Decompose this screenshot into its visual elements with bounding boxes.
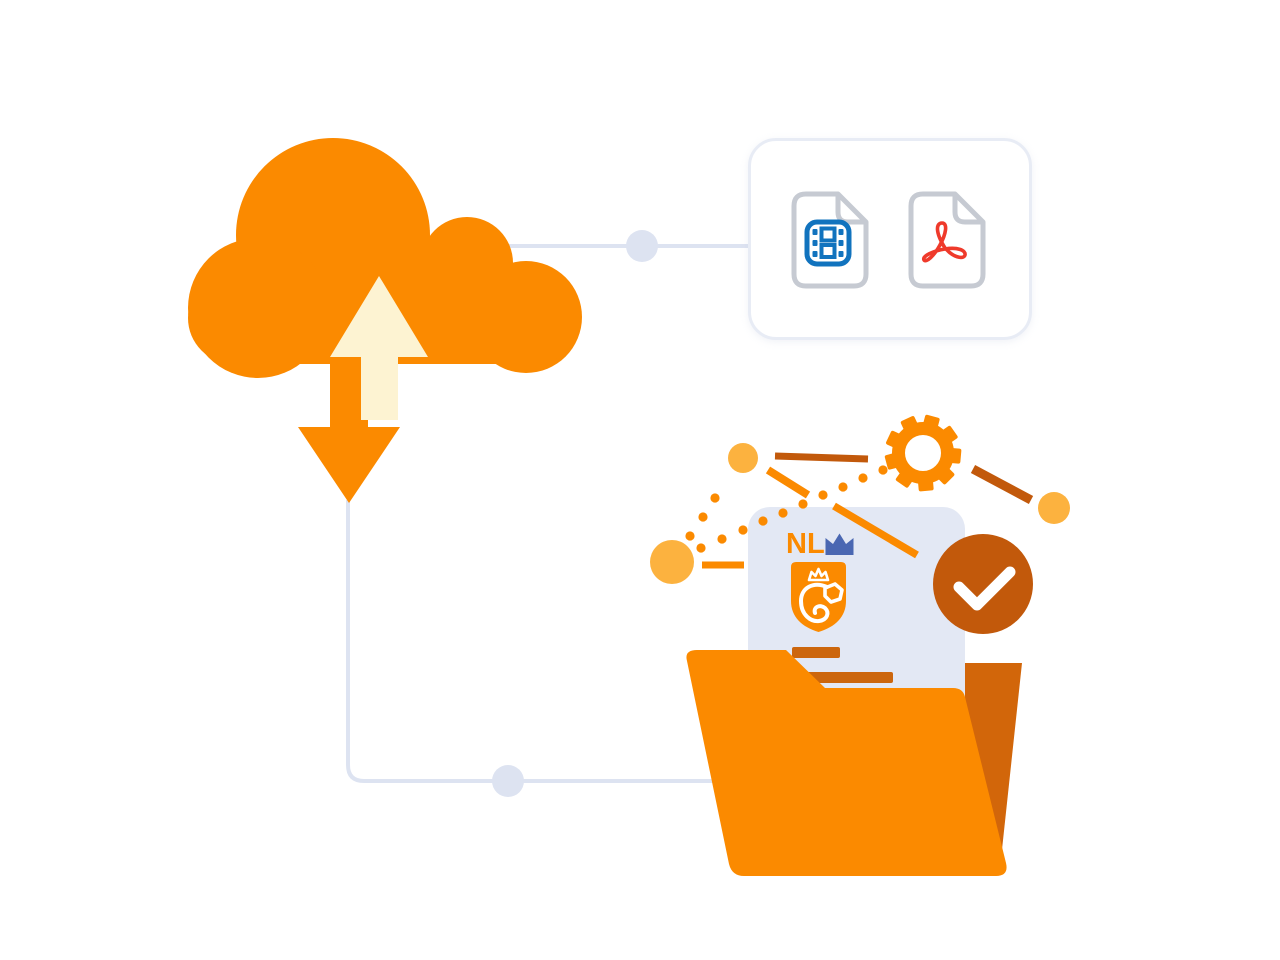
file-fold-corner [952, 194, 983, 225]
shield-crown-glyph [807, 567, 830, 582]
lion-snout-glyph [823, 582, 844, 604]
file-types-card [748, 138, 1032, 340]
dotted-trail [685, 465, 888, 553]
lion-head-glyph [798, 582, 830, 624]
film-strip-glyph [804, 219, 852, 267]
upload-arrow-icon [330, 276, 428, 420]
spark-line [970, 465, 1034, 504]
nl-logo-text: NL [786, 528, 825, 560]
check-badge [933, 534, 1033, 634]
pdf-ribbon-glyph [922, 221, 967, 263]
pdf-file-icon [908, 191, 986, 289]
download-arrow-icon [298, 360, 400, 503]
folder-front-flap [686, 650, 1007, 876]
document-text-bar [790, 672, 893, 683]
amber-dot-medium [728, 443, 758, 473]
document-text-bar [792, 647, 840, 658]
cloud-icon [188, 138, 582, 503]
gear-icon [884, 414, 962, 492]
cloud-shape [188, 138, 582, 503]
video-file-icon [791, 191, 869, 289]
amber-dot-large [650, 540, 694, 584]
folder-icon [686, 650, 1007, 876]
check-icon [953, 566, 1016, 611]
nl-shield-lion-icon [791, 562, 846, 632]
file-fold-corner [835, 194, 866, 225]
spark-line [774, 452, 869, 463]
connector-node-bottom [492, 765, 524, 797]
nl-crown-icon [825, 533, 854, 555]
amber-dot-small [1038, 492, 1070, 524]
connector-node-top [626, 230, 658, 262]
spark-line [832, 502, 919, 559]
connector-line-cloud-to-folder [346, 500, 735, 783]
spark-line [765, 466, 811, 499]
file-outline [908, 191, 986, 289]
